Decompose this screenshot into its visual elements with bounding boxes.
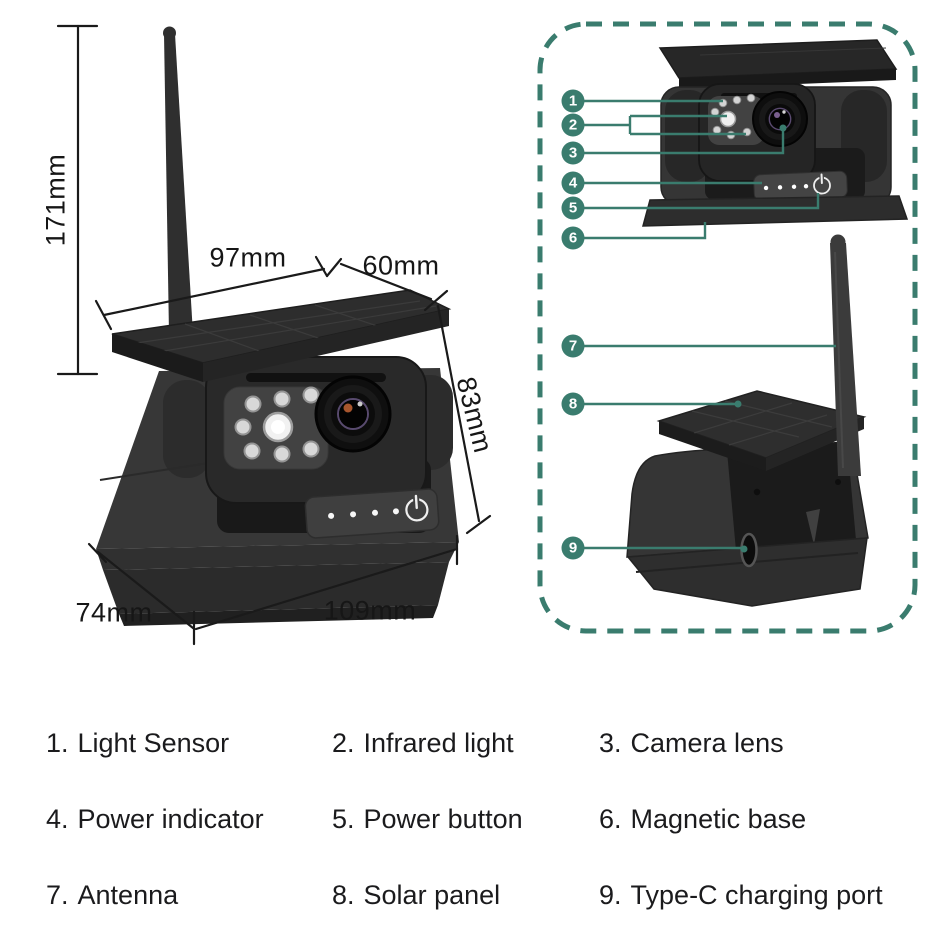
legend-item-label: Magnetic base xyxy=(630,804,807,834)
camera-head xyxy=(205,356,427,504)
parts-legend: 1. Light Sensor 2. Infrared light 3. Camera… xyxy=(46,726,883,913)
legend-item-number: 2. xyxy=(332,728,355,758)
legend-item-light-sensor: 1. Light Sensor xyxy=(46,726,332,761)
legend-item-number: 8. xyxy=(332,880,355,910)
antenna-illustration xyxy=(163,26,193,334)
dimension-top-depth-label: 60mm xyxy=(362,250,440,281)
hinge-ear-left xyxy=(163,380,211,478)
magnetic-base xyxy=(96,542,459,626)
dimension-base-depth-label: 74mm xyxy=(75,597,153,628)
callout-marker-4: 4 xyxy=(561,171,585,195)
camera-front-view xyxy=(642,39,909,227)
infrared-leds xyxy=(234,386,320,463)
legend-item-label: Type-C charging port xyxy=(630,880,883,910)
legend-item-label: Solar panel xyxy=(363,880,501,910)
camera-dimension-illustration xyxy=(56,24,492,646)
power-button-icon-front xyxy=(813,173,831,195)
camera-lens xyxy=(314,375,392,453)
callout-marker-1: 1 xyxy=(561,89,585,113)
legend-item-label: Power button xyxy=(363,804,523,834)
legend-item-label: Light Sensor xyxy=(77,728,230,758)
legend-item-label: Camera lens xyxy=(630,728,784,758)
callout-marker-6: 6 xyxy=(561,226,585,250)
dimension-base-width-label: 109mm xyxy=(323,595,417,626)
callout-marker-9: 9 xyxy=(561,536,585,560)
callout-marker-2: 2 xyxy=(561,113,585,137)
legend-item-number: 1. xyxy=(46,728,69,758)
callout-marker-3: 3 xyxy=(561,141,585,165)
legend-item-power-button: 5. Power button xyxy=(332,802,599,837)
legend-item-number: 6. xyxy=(599,804,622,834)
callout-marker-8: 8 xyxy=(561,392,585,416)
legend-item-power-indicator: 4. Power indicator xyxy=(46,802,332,837)
legend-item-number: 5. xyxy=(332,804,355,834)
power-button-icon xyxy=(405,494,429,522)
legend-item-number: 4. xyxy=(46,804,69,834)
legend-item-magnetic-base: 6. Magnetic base xyxy=(599,802,883,837)
legend-item-solar-panel: 8. Solar panel xyxy=(332,878,599,913)
callout-marker-7: 7 xyxy=(561,334,585,358)
legend-item-label: Infrared light xyxy=(363,728,514,758)
callout-marker-5: 5 xyxy=(561,196,585,220)
legend-item-camera-lens: 3. Camera lens xyxy=(599,726,883,761)
legend-item-antenna: 7. Antenna xyxy=(46,878,332,913)
legend-item-infrared-light: 2. Infrared light xyxy=(332,726,599,761)
dimension-top-width-label: 97mm xyxy=(209,242,287,273)
legend-item-number: 9. xyxy=(599,880,622,910)
antenna-rear xyxy=(830,234,861,476)
legend-item-typec-port: 9. Type-C charging port xyxy=(599,878,883,913)
legend-item-number: 7. xyxy=(46,880,69,910)
dimension-lines xyxy=(56,24,492,646)
camera-lens-front xyxy=(752,91,808,147)
camera-rear-view xyxy=(626,234,869,607)
power-indicator-panel xyxy=(304,488,440,539)
legend-item-label: Power indicator xyxy=(77,804,264,834)
solar-panel xyxy=(111,289,452,382)
callout-lines xyxy=(584,99,836,553)
dimension-height-label: 171mm xyxy=(40,153,71,247)
callout-panel-border xyxy=(537,21,918,634)
legend-item-label: Antenna xyxy=(77,880,179,910)
legend-item-number: 3. xyxy=(599,728,622,758)
